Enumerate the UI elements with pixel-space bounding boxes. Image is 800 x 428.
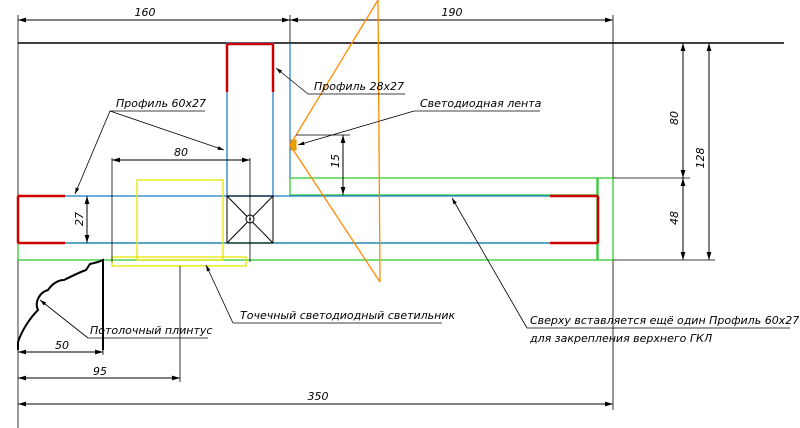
drywall-sheet bbox=[17, 242, 599, 261]
leader-profile-28x27 bbox=[275, 67, 309, 95]
label-note-line2: для закрепления верхнего ГКЛ bbox=[529, 332, 712, 345]
dim-48: 48 bbox=[668, 211, 681, 225]
drywall-end-board bbox=[596, 177, 614, 261]
label-spot-light: Точечный светодиодный светильник bbox=[240, 309, 455, 322]
led-light-cone bbox=[289, 0, 381, 283]
dim-350: 350 bbox=[308, 390, 329, 403]
spot-luminaire-body bbox=[136, 179, 224, 261]
dim-95: 95 bbox=[93, 365, 107, 378]
drywall-upper-sheet bbox=[289, 177, 599, 196]
label-ceiling-plinth: Потолочный плинтус bbox=[90, 324, 212, 337]
leader-led-strip bbox=[297, 110, 415, 146]
label-led-strip: Светодиодная лента bbox=[420, 97, 542, 110]
spot-luminaire-flange bbox=[111, 256, 247, 267]
dim-80-right: 80 bbox=[668, 111, 681, 125]
leader-spot-light bbox=[205, 264, 234, 324]
dim-27: 27 bbox=[73, 212, 86, 226]
leader-note bbox=[451, 197, 528, 329]
dim-190: 190 bbox=[442, 6, 463, 19]
label-profile-28x27: Профиль 28x27 bbox=[314, 80, 404, 93]
led-light-cone-edge bbox=[377, 0, 381, 283]
led-strip bbox=[290, 139, 297, 151]
dim-50: 50 bbox=[55, 339, 69, 352]
dim-80-top: 80 bbox=[174, 146, 188, 159]
leader-profile-60x27-b bbox=[109, 110, 225, 151]
dim-128: 128 bbox=[694, 148, 707, 169]
dim-15: 15 bbox=[329, 154, 342, 168]
label-note-line1: Сверху вставляется ещё один Профиль 60x2… bbox=[530, 314, 799, 327]
leader-plinth bbox=[39, 299, 89, 339]
profile-60x27-horizontal bbox=[17, 195, 599, 244]
ceiling-plinth bbox=[17, 258, 104, 350]
leader-profile-60x27-a bbox=[74, 110, 111, 195]
label-profile-60x27: Профиль 60x27 bbox=[116, 97, 206, 110]
dim-160: 160 bbox=[135, 6, 156, 19]
